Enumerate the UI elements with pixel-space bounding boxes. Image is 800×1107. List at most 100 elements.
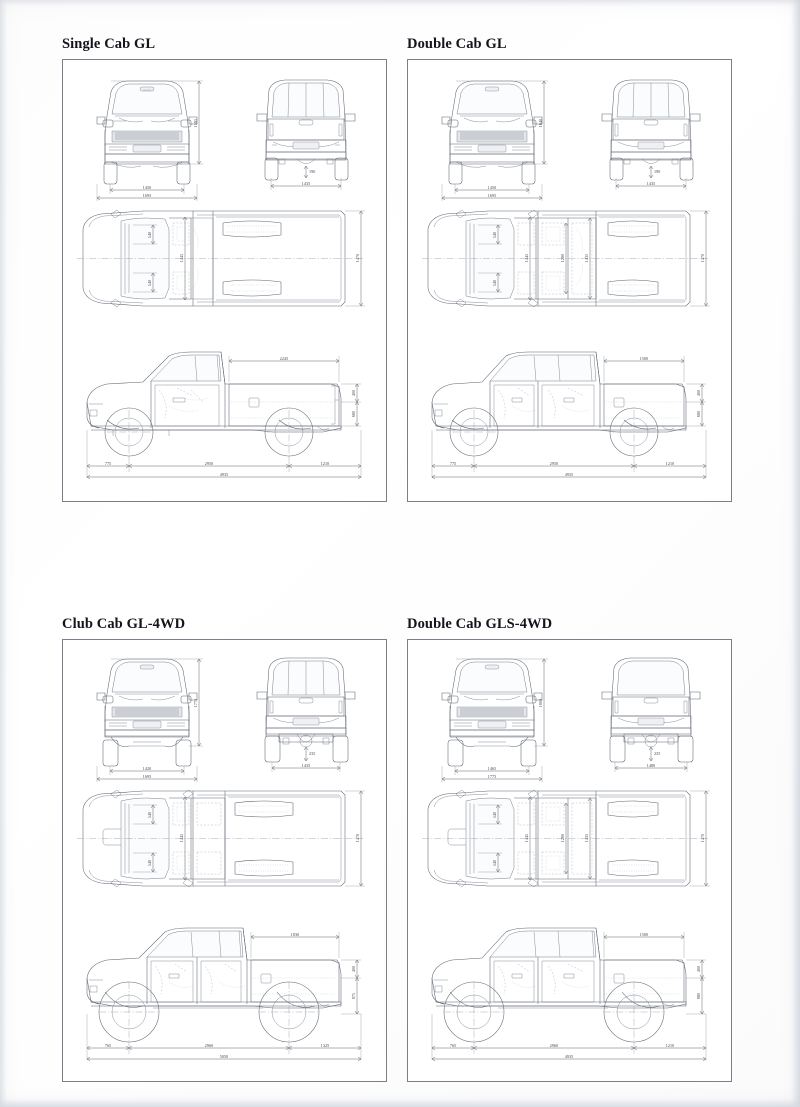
top-body (77, 789, 363, 888)
front-view: 1640 1450 1695 (426, 74, 561, 202)
rear-body (601, 79, 701, 181)
dim-cabin-width: 1445 (524, 834, 529, 842)
side-view: 1500 400 880 765 2960 1 (418, 920, 728, 1070)
front-body (441, 80, 543, 185)
dim-front-track: 1450 (143, 185, 151, 190)
front-view: 1775 1420 1695 (81, 654, 216, 782)
front-view: 1800 1465 1775 (426, 654, 561, 782)
dim-bed-depth: 400 (696, 966, 701, 972)
dim-front-track: 1420 (143, 766, 151, 771)
dim-rear-track: 1435 (302, 763, 310, 768)
dim-bed-length: 1500 (640, 356, 648, 361)
side-view: 2245 400 680 775 2950 1 (73, 340, 383, 490)
page-edge-right (791, 0, 800, 1107)
top-view: 540 540 1445 1470 (73, 205, 383, 315)
dim-front-track: 1465 (488, 766, 496, 771)
side-dimensions: 2245 400 680 775 2950 1 (86, 356, 362, 480)
dim-bed-depth: 400 (696, 390, 701, 396)
front-dimensions: 1800 1465 1775 (441, 658, 548, 782)
dim-rear-track: 1435 (302, 181, 310, 186)
panel-club-cab-gl-4wd: Club Cab GL-4WD (62, 616, 387, 1082)
dim-rear-cabin-width: 1435 (584, 254, 589, 262)
dim-shoulder-rear: 540 (492, 280, 497, 286)
side-dimensions: 1830 400 875 765 2960 1 (86, 932, 362, 1062)
dim-overall-width-top: 1470 (355, 834, 360, 842)
side-body (86, 351, 342, 457)
dim-overall-width: 1695 (143, 774, 151, 779)
dim-front-overhang: 765 (105, 1043, 111, 1048)
rear-view: 190 1435 (239, 74, 374, 202)
dim-bed-length: 1830 (291, 932, 299, 937)
dim-front-overhang: 775 (450, 461, 456, 466)
dim-rear-overhang: 1210 (321, 461, 329, 466)
front-body (96, 80, 198, 185)
dim-rear-overhang: 1210 (666, 461, 674, 466)
top-view: 540 540 1445 1280 1435 (418, 785, 728, 895)
panel-drawing-box: 1800 1465 1775 (407, 639, 732, 1082)
panel-title: Double Cab GL (407, 36, 507, 52)
dim-ground-clearance: 190 (309, 169, 315, 174)
front-dimensions: 1640 1450 1695 (441, 80, 548, 201)
dim-front-overhang: 775 (105, 461, 111, 466)
dim-ground-clearance: 190 (654, 169, 660, 174)
dim-overall-length: 4935 (565, 472, 573, 477)
panel-title: Double Cab GLS-4WD (407, 616, 553, 632)
panel-single-cab-gl: Single Cab GL (62, 36, 387, 502)
side-body (431, 351, 687, 457)
rear-view: 235 1480 (584, 654, 719, 782)
rear-dimensions: 190 1435 (615, 165, 687, 190)
dim-rear-seat-width: 1280 (560, 834, 565, 842)
dim-overall-width-top: 1470 (700, 254, 705, 262)
dim-ground-clearance: 235 (309, 751, 315, 756)
dim-rear-overhang: 1325 (321, 1043, 329, 1048)
dim-overall-height: 1585 (193, 119, 198, 127)
dim-shoulder-front: 540 (492, 232, 497, 238)
dim-rear-track: 1480 (647, 763, 655, 768)
side-dimensions: 1500 400 880 765 2960 1 (431, 932, 707, 1062)
dim-rear-track: 1435 (647, 181, 655, 186)
dim-overall-height: 1800 (538, 699, 543, 707)
rear-dimensions: 235 1480 (614, 746, 688, 772)
panel-drawing-box: 1585 1450 1695 (62, 59, 387, 502)
dim-cabin-width: 1445 (179, 834, 184, 842)
dim-overall-length: 5050 (220, 1054, 228, 1059)
front-body (96, 658, 198, 767)
front-dimensions: 1775 1420 1695 (96, 658, 203, 782)
dim-ground-clearance: 235 (654, 751, 660, 756)
dim-overall-height: 1775 (193, 699, 198, 707)
side-body (86, 927, 342, 1043)
dim-bed-depth: 400 (351, 966, 356, 972)
top-dimensions: 540 540 1445 1280 1435 (478, 790, 710, 887)
dim-bed-floor-height: 880 (696, 993, 701, 999)
dim-front-overhang: 765 (450, 1043, 456, 1048)
dim-overall-width-top: 1470 (700, 834, 705, 842)
front-dimensions: 1585 1450 1695 (96, 80, 203, 201)
panel-drawing-box: 1775 1420 1695 (62, 639, 387, 1082)
dim-bed-floor-height: 875 (351, 993, 356, 999)
dim-bed-depth: 400 (351, 390, 356, 396)
top-body (422, 789, 708, 888)
dim-wheelbase: 2950 (205, 461, 213, 466)
top-body (77, 209, 363, 308)
rear-body (256, 79, 356, 181)
side-dimensions: 1500 400 680 775 2950 1 (431, 356, 707, 480)
dim-bed-length: 1500 (640, 932, 648, 937)
front-view: 1585 1450 1695 (81, 74, 216, 202)
dim-overall-height: 1640 (538, 119, 543, 127)
top-dimensions: 540 540 1445 1280 1435 (478, 210, 710, 307)
dim-rear-overhang: 1210 (666, 1043, 674, 1048)
top-view: 540 540 1445 1280 1435 (418, 205, 728, 315)
page-edge-bottom (0, 1099, 800, 1107)
rear-view: 235 1435 (239, 654, 374, 782)
dim-overall-width-top: 1470 (355, 254, 360, 262)
dim-shoulder-rear: 540 (492, 860, 497, 866)
dim-overall-length: 4935 (565, 1054, 573, 1059)
dim-shoulder-rear: 540 (147, 280, 152, 286)
panel-title: Single Cab GL (62, 36, 156, 52)
rear-view: 190 1435 (584, 74, 719, 202)
dim-rear-cabin-width: 1435 (584, 834, 589, 842)
panel-drawing-box: 1640 1450 1695 (407, 59, 732, 502)
dim-cabin-width: 1445 (179, 254, 184, 262)
rear-dimensions: 235 1435 (271, 746, 341, 772)
